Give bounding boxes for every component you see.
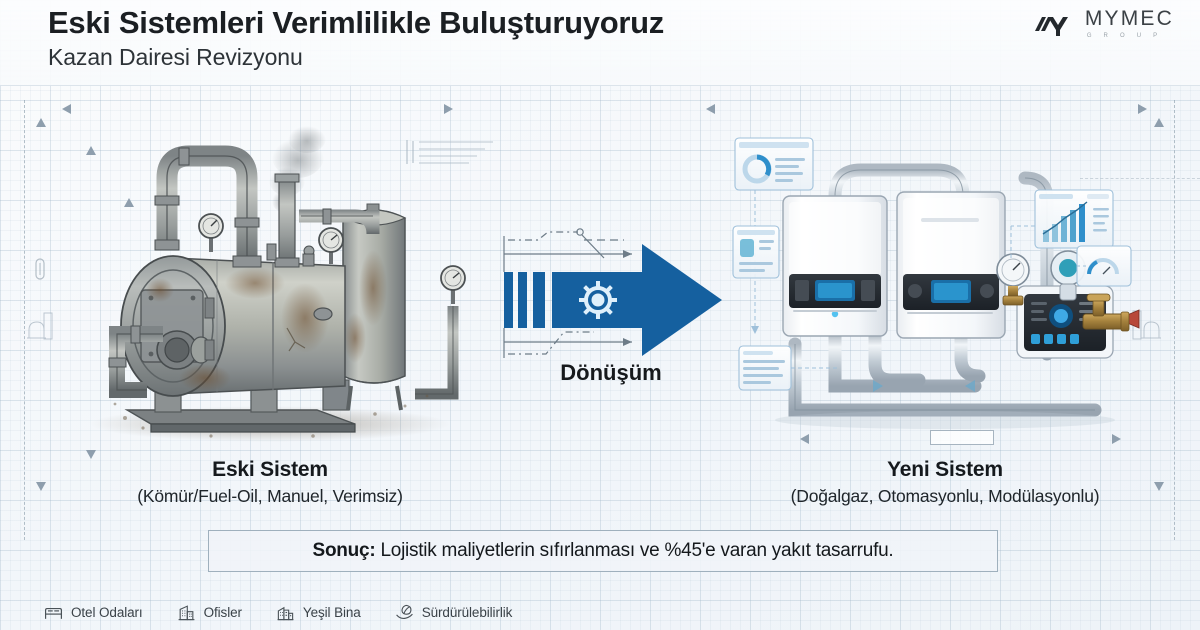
mymec-chevron-logo-icon: [1034, 16, 1068, 36]
debris-specks: [113, 394, 429, 438]
old-chimney-stack: [274, 173, 300, 268]
caption-new-title: Yeni Sistem: [887, 458, 1003, 481]
transformation-arrow: [503, 228, 722, 358]
logo-wordmark: MYMEC G R O U P: [1085, 8, 1174, 39]
pressure-gauge-2-icon: [318, 227, 344, 264]
right-arrow-shape: [552, 244, 722, 356]
result-text: Sonuç: Lojistik maliyetlerin sıfırlanmas…: [313, 540, 894, 562]
green-building-icon: [277, 606, 294, 621]
result-body: Lojistik maliyetlerin sıfırlanması ve %4…: [375, 540, 894, 561]
dimension-extension-left: [24, 100, 25, 540]
new-control-panel: [1016, 285, 1114, 359]
result-banner: Sonuç: Lojistik maliyetlerin sıfırlanmas…: [208, 530, 998, 572]
page-title: Eski Sistemleri Verimlilikle Buluşturuyo…: [48, 5, 664, 40]
old-valve-cluster: [266, 243, 315, 267]
footer-item-hotel-rooms[interactable]: Otel Odaları: [44, 603, 143, 622]
dimension-arrow-up-left-outer: [36, 118, 46, 127]
new-boiler-unit-2: [896, 191, 1006, 339]
old-boiler-illustration: [90, 123, 466, 442]
bed-icon: [44, 607, 63, 619]
dashboard-card-gauge: [1076, 245, 1132, 287]
arrow-annotation-top: [503, 228, 632, 272]
flow-direction-arrows: [873, 380, 975, 392]
smoke-plume-icon: [269, 123, 326, 212]
footer-item-sustainability[interactable]: Sürdürülebilirlik: [395, 603, 513, 622]
footer-item-green-building[interactable]: Yeşil Bina: [276, 603, 361, 622]
old-expansion-tank: [341, 203, 407, 411]
flange-symbol-left-icon: [35, 258, 45, 280]
dashboard-card-chart: [1010, 189, 1114, 260]
footer-label-hotel-rooms: Otel Odaları: [71, 605, 143, 620]
old-return-pipe: [108, 325, 163, 398]
new-boiler-unit-1: [782, 195, 888, 337]
leaf-hand-icon: [395, 604, 413, 619]
dimension-arrow-right-top: [444, 104, 453, 114]
footer-label-sustainability: Sürdürülebilirlik: [421, 605, 513, 620]
office-building-icon: [178, 605, 195, 621]
logo-subtitle: G R O U P: [1086, 33, 1163, 39]
result-label: Sonuç:: [312, 540, 376, 561]
dashboard-card-device: [732, 225, 780, 279]
footer-label-green-building: Yeşil Bina: [302, 605, 361, 620]
brand-logo[interactable]: MYMEC G R O U P: [1034, 8, 1174, 39]
logo-name: MYMEC: [1084, 7, 1174, 30]
new-pressure-gauge-icon: [996, 253, 1030, 306]
dimension-line-left-inner: [0, 370, 1, 630]
arrow-motion-bars: [504, 272, 545, 328]
pressure-gauge-3-icon: [415, 265, 466, 400]
dimension-arrow-right-top-right: [1138, 104, 1147, 114]
arrow-annotation-bottom: [503, 328, 632, 358]
dimension-arrow-left-top-right: [706, 104, 715, 114]
page-subtitle: Kazan Dairesi Revizyonu: [48, 44, 303, 70]
footer-label-offices: Ofisler: [203, 605, 242, 620]
caption-old-subtitle: (Kömür/Fuel-Oil, Manuel, Verimsiz): [137, 486, 403, 506]
caption-new-system: Yeni Sistem (Doğalgaz, Otomasyonlu, Modü…: [720, 458, 1170, 507]
caption-new-subtitle: (Doğalgaz, Otomasyonlu, Modülasyonlu): [790, 486, 1100, 506]
old-steam-pipe: [154, 145, 262, 268]
dimension-arrow-down-left-outer: [36, 482, 46, 491]
caption-old-system: Eski Sistem (Kömür/Fuel-Oil, Manuel, Ver…: [60, 458, 480, 507]
new-brass-valve: [1082, 293, 1140, 332]
old-boiler-drum: [120, 255, 346, 397]
caption-old-title: Eski Sistem: [212, 458, 328, 481]
dashboard-card-list: [738, 345, 837, 391]
dimension-extension-right: [1174, 100, 1175, 540]
gear-icon: [579, 281, 617, 319]
header-bar: Eski Sistemleri Verimlilikle Buluşturuyo…: [0, 0, 1200, 86]
transform-label: Dönüşüm: [560, 360, 662, 385]
dimension-arrow-left-top: [62, 104, 71, 114]
footer-item-offices[interactable]: Ofisler: [177, 603, 242, 622]
pressure-gauge-1-icon: [198, 213, 224, 252]
footer-tags: Otel Odaları Ofisler: [44, 603, 512, 622]
new-boiler-illustration: [732, 137, 1140, 429]
old-crossover-pipe: [299, 208, 380, 235]
